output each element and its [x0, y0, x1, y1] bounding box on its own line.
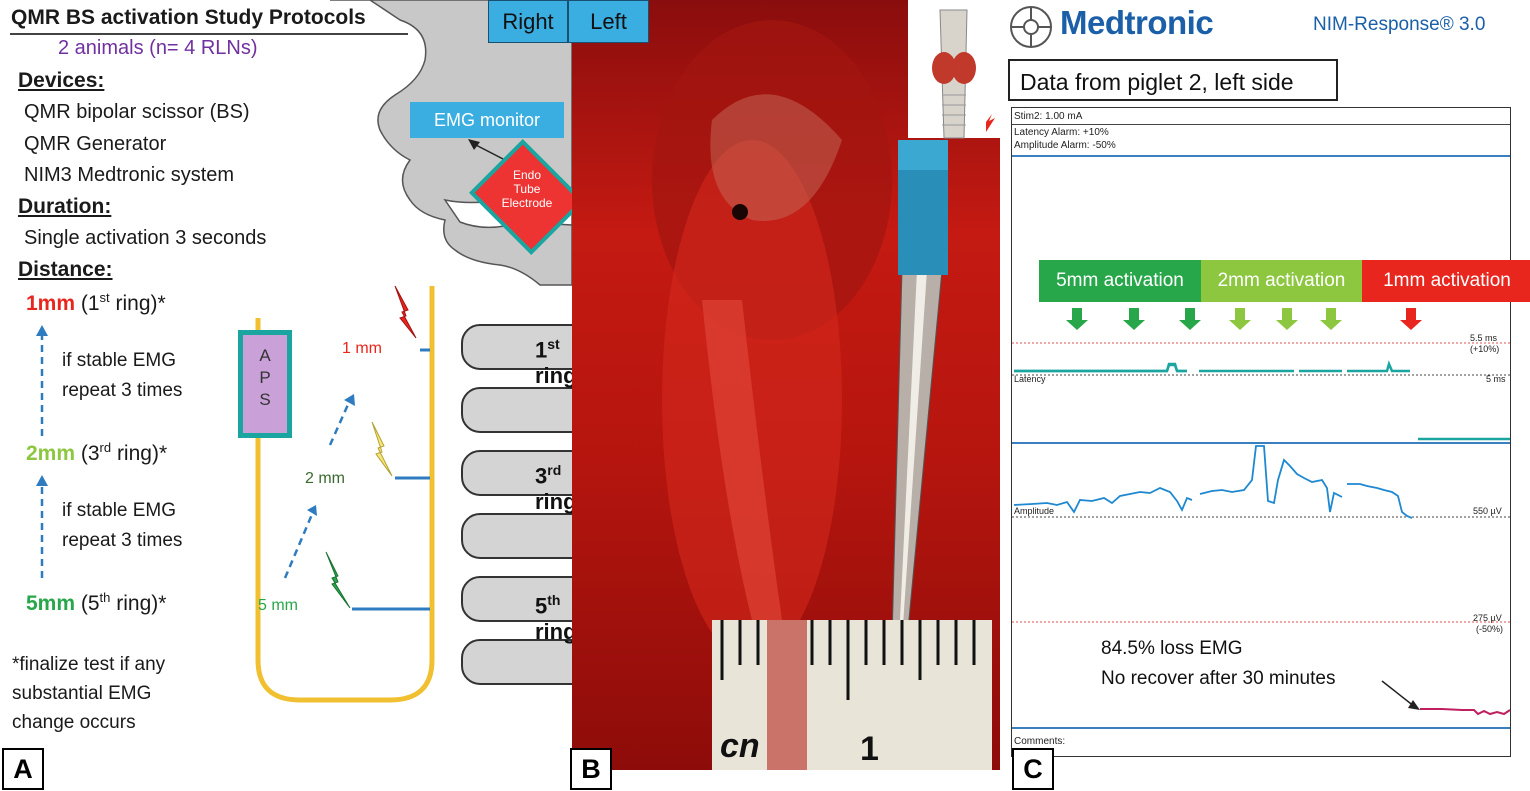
one-mm-label: 1 mm: [342, 340, 382, 357]
left-side-label: Left: [568, 0, 649, 43]
loss-note: 84.5% loss EMG: [1101, 638, 1243, 659]
product-title: NIM-Response® 3.0: [1313, 14, 1486, 35]
amplitude-label: Amplitude: [1014, 506, 1055, 516]
device-item: QMR bipolar scissor (BS): [24, 101, 250, 123]
protocol-title: QMR BS activation Study Protocols: [11, 6, 366, 29]
duration-text: Single activation 3 seconds: [24, 227, 267, 249]
red-bolt-icon: [394, 285, 417, 339]
ref-5-5ms: 5.5 ms: [1470, 333, 1498, 343]
amplitude-alarm: Amplitude Alarm: -50%: [1014, 140, 1116, 151]
protocol-diagram: [36, 0, 572, 703]
panel-c-nim-monitor: Medtronic NIM-Response® 3.0 Data from pi…: [1000, 0, 1530, 791]
ring-label-3: 3rd ring: [535, 462, 572, 515]
device-item: NIM3 Medtronic system: [24, 164, 235, 186]
activation-1mm-band: 1mm activation: [1362, 260, 1530, 302]
distance-mm: 5mm: [26, 592, 76, 615]
five-mm-label: 5 mm: [258, 597, 298, 614]
surgical-photo: [652, 0, 1000, 770]
animals-subtitle: 2 animals (n= 4 RLNs): [58, 37, 258, 59]
ring-label-1: 1st ring: [535, 336, 572, 389]
recover-note: No recover after 30 minutes: [1101, 668, 1336, 689]
medtronic-logo-icon: [1010, 6, 1052, 48]
brand-name: Medtronic: [1060, 4, 1214, 41]
ruler-one-label: 1: [860, 730, 879, 768]
panel-letter-a: A: [2, 748, 44, 790]
activation-arrows: [1066, 308, 1422, 330]
distance-mm: 1mm: [26, 292, 76, 315]
data-caption: Data from piglet 2, left side: [1008, 59, 1338, 101]
distance-1mm: 1mm (1st ring)*: [26, 290, 166, 315]
devices-heading: Devices:: [18, 69, 105, 92]
ring-label-5: 5th ring: [535, 592, 572, 645]
comments-label: Comments:: [1014, 736, 1066, 747]
panel-a-protocol: QMR BS activation Study Protocols 2 anim…: [0, 0, 572, 791]
activation-5mm-band: 5mm activation: [1039, 260, 1201, 302]
ref-minus50: (-50%): [1476, 624, 1504, 634]
device-item: QMR Generator: [24, 133, 167, 155]
green-bolt-icon: [325, 551, 351, 609]
two-mm-label: 2 mm: [305, 470, 345, 487]
right-side-label: Right: [488, 0, 568, 43]
distance-mm: 2mm: [26, 442, 76, 465]
panel-letter-c: C: [1012, 748, 1054, 790]
ref-550uv: 550 µV: [1473, 506, 1502, 516]
panel-letter-b: B: [570, 748, 612, 790]
distance-5mm: 5mm (5th ring)*: [26, 590, 167, 615]
distance-heading: Distance:: [18, 258, 113, 281]
nim-monitor-screen: Stim2: 1.00 mA Latency Alarm: +10% Ampli…: [1011, 107, 1530, 757]
endo-tube-electrode: [469, 139, 572, 255]
panel-b-surgical-photo: cn 1: [572, 0, 1000, 770]
duration-heading: Duration:: [18, 195, 112, 218]
ref-5ms: 5 ms: [1486, 374, 1506, 384]
latency-trace-2: [1014, 360, 1410, 373]
latency-label: Latency: [1014, 374, 1046, 384]
title-underline: [10, 33, 408, 35]
amplitude-trace: [1013, 445, 1413, 519]
ruler-cm-label: cn: [720, 727, 760, 765]
yellow-bolt-icon: [371, 421, 393, 477]
ref-plus10: (+10%): [1470, 344, 1500, 354]
latency-alarm: Latency Alarm: +10%: [1014, 127, 1109, 138]
u-electrode-outline: [255, 286, 435, 703]
ref-275uv: 275 µV: [1473, 613, 1502, 623]
stim-label: Stim2: 1.00 mA: [1014, 111, 1083, 122]
distance-2mm: 2mm (3rd ring)*: [26, 440, 168, 465]
emg-trace-plot: [1012, 308, 1510, 729]
trachea-rings: [461, 324, 572, 685]
ruler-ticks: [720, 620, 976, 700]
activation-2mm-band: 2mm activation: [1201, 260, 1362, 302]
emg-monitor-box: EMG monitor: [410, 102, 564, 138]
post-recovery-trace: [1420, 708, 1510, 716]
